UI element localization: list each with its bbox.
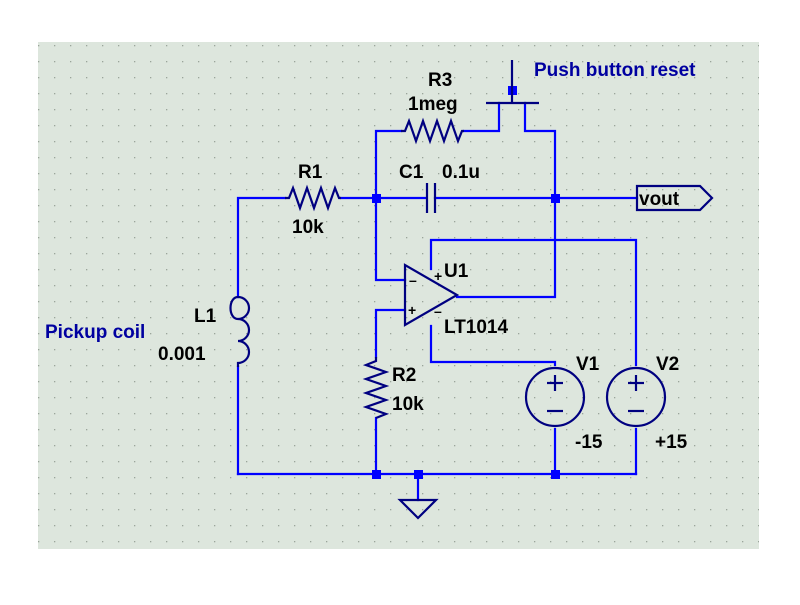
resistor-r2-symbol: [362, 357, 390, 420]
v1-value-label: -15: [575, 432, 603, 453]
voltage-source-v2-circle: [605, 366, 667, 428]
wire-node-to-inv-input: [374, 196, 407, 282]
opamp-noninverting-sign: +: [408, 302, 416, 318]
wire-button-to-out: [455, 101, 557, 299]
junction-dot: [551, 194, 560, 203]
r3-value-label: 1meg: [408, 94, 458, 115]
r2-ref-label: R2: [392, 365, 416, 386]
v2-value-label: +15: [655, 432, 688, 453]
r1-value-label: 10k: [292, 217, 324, 238]
resistor-r1-symbol: [285, 184, 341, 212]
resistor-r2[interactable]: [362, 357, 390, 420]
wires: [236, 101, 639, 502]
wire-vplus-to-v2: [429, 238, 638, 367]
resistor-r1[interactable]: [285, 184, 341, 212]
l1-ref-label: L1: [194, 306, 217, 327]
resistor-r3[interactable]: [401, 117, 464, 145]
ground-icon-triangle: [397, 498, 439, 520]
opamp-u1[interactable]: – + + –: [403, 263, 460, 327]
push-button-reset[interactable]: [486, 60, 539, 105]
opamp-supply-plus-sign: +: [434, 268, 442, 284]
inductor-l1-coil: [236, 295, 251, 367]
voltage-source-v1[interactable]: [524, 366, 586, 428]
c1-value-label: 0.1u: [442, 162, 480, 183]
wire-vminus-to-v1: [429, 324, 557, 367]
wire-r3-to-button: [462, 101, 501, 133]
v2-ref-label: V2: [656, 354, 679, 375]
net-flag-vout[interactable]: vout: [635, 184, 714, 212]
junction-dot: [551, 470, 560, 479]
resistor-r3-symbol: [401, 117, 464, 145]
c1-ref-label: C1: [399, 162, 424, 183]
push-button-note: Push button reset: [534, 60, 696, 81]
u1-ref-label: U1: [444, 261, 469, 282]
junction-dot: [372, 194, 381, 203]
r3-ref-label: R3: [428, 70, 452, 91]
u1-value-label: LT1014: [444, 317, 509, 338]
opamp-supply-minus-sign: –: [434, 303, 442, 319]
ground-icon: [397, 498, 439, 520]
net-flag-vout-label: vout: [639, 189, 680, 210]
l1-value-label: 0.001: [158, 344, 206, 365]
voltage-source-v2[interactable]: [605, 366, 667, 428]
pickup-coil-note: Pickup coil: [45, 322, 145, 343]
opamp-inverting-sign: –: [409, 272, 417, 288]
net-flag-vout-shape: [635, 184, 714, 212]
r1-ref-label: R1: [298, 162, 323, 183]
inductor-l1[interactable]: [229, 295, 251, 367]
junction-dot: [414, 470, 423, 479]
opamp-u1-triangle: [403, 263, 460, 327]
wire-noninv-to-r2: [374, 308, 407, 359]
capacitor-c1[interactable]: [425, 183, 437, 213]
wire-l1-to-r1: [236, 196, 287, 299]
voltage-source-v1-circle: [524, 366, 586, 428]
wire-node-to-r3: [374, 129, 403, 200]
junction-dot: [372, 470, 381, 479]
inductor-l1-coil: [229, 295, 239, 321]
v1-ref-label: V1: [576, 354, 600, 375]
r2-value-label: 10k: [392, 394, 424, 415]
schematic-grid: [38, 42, 759, 549]
